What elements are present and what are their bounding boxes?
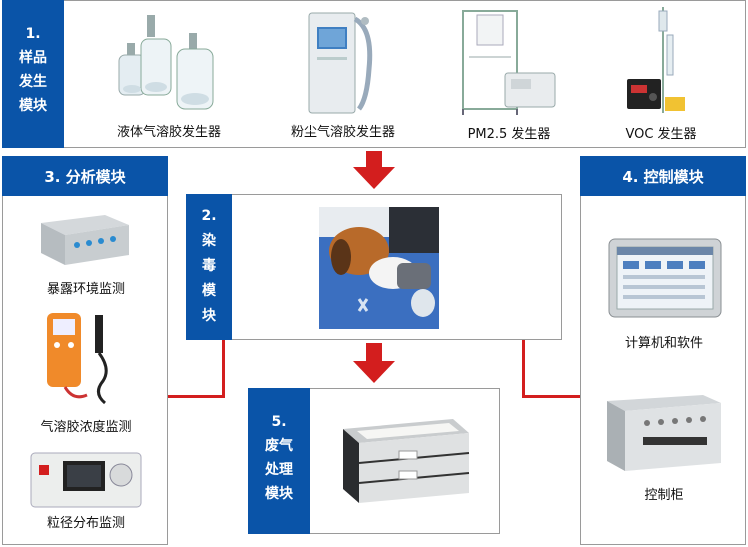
control-cabinet-icon (607, 395, 721, 471)
voc-generator-label: VOC 发生器 (625, 127, 697, 142)
module1-tag-line: 模块 (19, 98, 47, 114)
control-panel: 4. 控制模块 计算机和软件 控制柜 (580, 156, 746, 545)
liquid-aerosol-generator-label: 液体气溶胶发生器 (116, 125, 221, 140)
connector-left-horizontal (168, 395, 225, 398)
module3-title: 3. 分析模块 (2, 156, 168, 196)
exposure-monitor-label: 暴露环境监测 (46, 282, 125, 297)
module5-tag-line: 处理 (265, 462, 293, 478)
exhaust-treatment-panel: 5. 废气 处理 模块 (248, 388, 500, 534)
module5-tag-line: 废气 (265, 438, 293, 454)
module5-tag-line: 模块 (265, 486, 293, 502)
computer-software-label: 计算机和软件 (624, 336, 703, 351)
module2-tag-line: 毒 (202, 258, 216, 274)
module2-tag-line: 染 (202, 233, 216, 249)
module2-tag-line: 模 (202, 283, 216, 299)
aerosol-concentration-label: 气溶胶浓度监测 (40, 420, 132, 435)
control-cabinet-label: 控制柜 (644, 488, 684, 503)
particle-size-label: 粒径分布监测 (46, 516, 125, 531)
exposure-monitor-box-icon (41, 215, 129, 265)
particle-size-analyzer-icon (30, 452, 142, 508)
arrow-down-icon (353, 151, 395, 189)
module2-tag-line: 块 (202, 308, 216, 324)
module5-tag: 5. 废气 处理 模块 (248, 388, 310, 534)
liquid-aerosol-generator-icon (118, 15, 214, 110)
module5-tag-line: 5. (271, 414, 287, 430)
exposure-panel: 2. 染 毒 模 块 (186, 194, 562, 340)
connector-right-horizontal (522, 395, 580, 398)
connector-left-vertical (222, 340, 225, 398)
module4-title: 4. 控制模块 (580, 156, 746, 196)
pm25-generator-label: PM2.5 发生器 (467, 127, 551, 142)
module2-tag-line: 2. (201, 208, 217, 224)
exhaust-filter-unit-icon (343, 419, 470, 503)
control-tablet-icon (608, 238, 722, 318)
aerosol-concentration-meter-icon (47, 313, 108, 405)
dog-exposure-photo-icon (319, 207, 439, 329)
voc-generator-icon (627, 7, 685, 113)
module1-tag-line: 发生 (19, 74, 47, 90)
arrow-down-icon (353, 343, 395, 383)
pm25-generator-icon (462, 10, 556, 115)
dust-aerosol-generator-label: 粉尘气溶胶发生器 (290, 125, 395, 140)
dust-aerosol-generator-icon (308, 12, 373, 114)
connector-right-vertical (522, 340, 525, 398)
analysis-panel: 3. 分析模块 暴露环境监测 气溶胶浓度监测 粒径分布监测 (2, 156, 168, 545)
module1-tag-line: 样品 (19, 50, 47, 66)
module1-tag: 1. 样品 发生 模块 (2, 0, 64, 148)
module2-tag: 2. 染 毒 模 块 (186, 194, 232, 340)
module1-tag-line: 1. (25, 26, 41, 42)
sample-generation-panel: 1. 样品 发生 模块 液体气溶胶发生器 粉尘气溶胶发生器 PM2.5 发生器 (2, 0, 746, 148)
